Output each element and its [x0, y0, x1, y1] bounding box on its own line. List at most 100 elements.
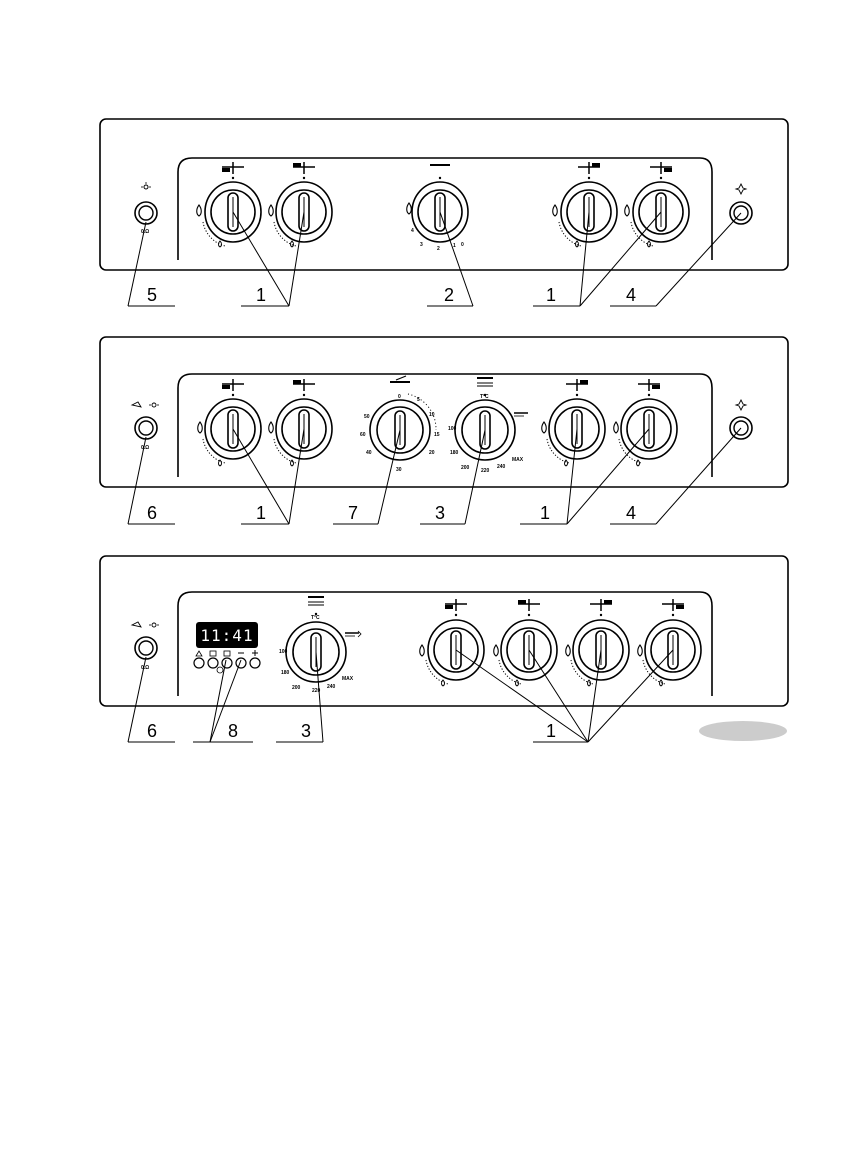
callout-number: 1 [256, 503, 266, 523]
oven-light-icon [130, 621, 159, 628]
leader-lines [127, 427, 742, 525]
bell-icon [195, 650, 203, 657]
flame-icon [613, 421, 619, 434]
spark-icon [734, 398, 748, 412]
temperature-number: 240 [327, 684, 336, 690]
programmer-plus-button[interactable] [249, 657, 261, 669]
panel-1: 0.Ω 4 3 2 [99, 118, 789, 307]
hotplate-icon [430, 164, 450, 180]
timer-number: 40 [366, 450, 372, 456]
callout-number: 1 [256, 285, 266, 305]
callout-number: 4 [626, 285, 636, 305]
callout-number: 5 [147, 285, 157, 305]
timer-number: 20 [429, 450, 435, 456]
clock-icon [216, 666, 224, 674]
flame-icon [406, 202, 412, 215]
callout-number: 2 [444, 285, 454, 305]
flame-icon [268, 421, 274, 434]
grill-icon [345, 630, 362, 638]
temperature-unit: T°C [480, 394, 489, 400]
flame-icon [552, 204, 558, 217]
programmer-bell-button[interactable] [193, 657, 205, 669]
burner-position-icon [518, 599, 540, 617]
callout-number: 6 [147, 503, 157, 523]
oven-light-icon [130, 401, 159, 408]
light-button-caption: 0.Ω [141, 445, 149, 451]
panel-2-frame [99, 336, 789, 488]
flame-icon [419, 644, 425, 657]
burner-position-icon [293, 379, 315, 397]
timer-number: 30 [396, 467, 402, 473]
flame-icon [493, 644, 499, 657]
clock-programmer: 11:41 [193, 622, 261, 674]
flame-icon [268, 204, 274, 217]
panel-3-inner-frame [177, 591, 713, 696]
burner-position-icon [566, 379, 588, 397]
burner-position-icon [222, 379, 244, 397]
spark-icon [734, 182, 748, 196]
oven-light-button[interactable] [134, 201, 158, 225]
duration-icon [209, 650, 217, 657]
burner-position-icon [650, 162, 672, 180]
flame-icon [565, 644, 571, 657]
timer-number: 60 [360, 432, 366, 438]
timer-number: 5 [417, 397, 420, 403]
leader-lines [127, 649, 674, 743]
oven-light-button[interactable] [134, 416, 158, 440]
burner-position-icon [638, 379, 660, 397]
end-time-icon [223, 650, 231, 657]
temperature-number: 220 [312, 688, 321, 694]
burner-position-icon [293, 162, 315, 180]
callout-number: 7 [348, 503, 358, 523]
callout-number: 4 [626, 503, 636, 523]
burner-position-icon [445, 599, 467, 617]
flame-icon [197, 421, 203, 434]
temperature-max-label: MAX [512, 457, 524, 463]
programmer-duration-button[interactable] [207, 657, 219, 669]
burner-position-icon [222, 162, 244, 180]
timer-number: 10 [429, 412, 435, 418]
light-button-caption: 0.Ω [141, 229, 149, 235]
temperature-number: 200 [292, 685, 301, 691]
callout-number: 1 [540, 503, 550, 523]
leader-lines [127, 211, 742, 307]
temperature-number: 180 [281, 670, 290, 676]
oven-light-button[interactable] [134, 636, 158, 660]
dial-number: 2 [437, 246, 440, 252]
dial-number: 0 [461, 242, 464, 248]
callout-number: 3 [301, 721, 311, 741]
programmer-minus-button[interactable] [235, 657, 247, 669]
timer-number: 15 [434, 432, 440, 438]
light-button-caption: 0.Ω [141, 665, 149, 671]
light-icon [141, 182, 151, 190]
temperature-number: 240 [497, 464, 506, 470]
panel-2-inner-frame [177, 373, 713, 477]
temperature-number: 100 [448, 426, 457, 432]
dial-number: 4 [411, 228, 414, 234]
temperature-unit: T°C [311, 615, 320, 621]
flame-icon [541, 421, 547, 434]
clock-display-time: 11:41 [200, 626, 253, 645]
callout-number: 6 [147, 721, 157, 741]
panel-1-inner-frame [177, 157, 713, 260]
oven-function-icon [477, 377, 493, 397]
grey-badge [699, 721, 787, 741]
programmer-end-button[interactable] [221, 657, 233, 669]
dial-number: 1 [453, 243, 456, 249]
temperature-number: 200 [461, 465, 470, 471]
panel-3: 0.Ω 11:41 [99, 555, 789, 743]
grill-icon [514, 412, 528, 417]
burner-position-icon [578, 162, 600, 180]
oven-function-icon [308, 596, 324, 616]
burner-position-icon [590, 599, 612, 617]
timer-knob[interactable] [369, 393, 437, 461]
callout-number: 3 [435, 503, 445, 523]
clock-display [196, 622, 258, 648]
panel-2: 0.Ω 0 5 10 15 20 30 [99, 336, 789, 525]
callout-number: 8 [228, 721, 238, 741]
timer-icon [390, 375, 410, 383]
flame-icon [624, 204, 630, 217]
temperature-number: 100 [279, 649, 288, 655]
flame-icon [637, 644, 643, 657]
